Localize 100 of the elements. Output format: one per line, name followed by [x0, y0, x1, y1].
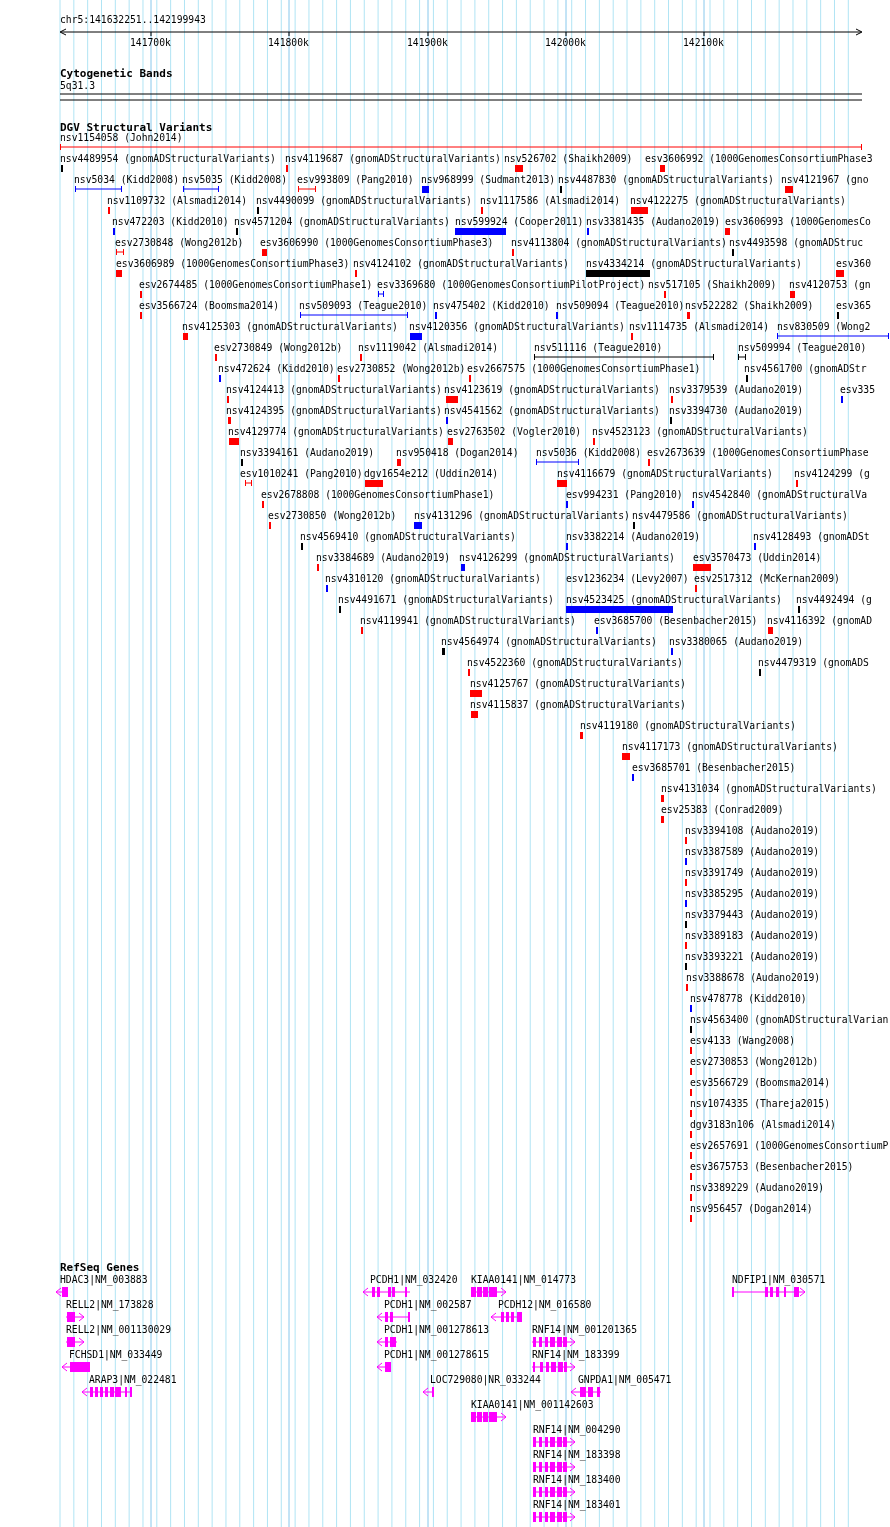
- variant-label: nsv517105 (Shaikh2009): [648, 279, 777, 290]
- variant-label: esv2678808 (1000GenomesConsortiumPhase1): [261, 489, 495, 500]
- variant-label: nsv509094 (Teague2010): [556, 300, 685, 311]
- variant-label: nsv4124395 (gnomADStructuralVariants): [226, 405, 442, 416]
- variant-label: nsv4492494 (g: [796, 594, 872, 605]
- variant-label: nsv4117173 (gnomADStructuralVariants): [622, 741, 838, 752]
- variant-label: nsv4487830 (gnomADStructuralVariants): [558, 174, 774, 185]
- variant-label: nsv3389183 (Audano2019): [685, 930, 820, 941]
- variant-label: nsv4122275 (gnomADStructuralVariants): [630, 195, 846, 206]
- gene-label: PCDH12|NM_016580: [498, 1299, 592, 1310]
- variant-label: nsv830509 (Wong2: [777, 321, 871, 332]
- track-title: DGV Structural Variants: [60, 121, 213, 134]
- variant-label: nsv4523123 (gnomADStructuralVariants): [592, 426, 808, 437]
- variant-label: esv2517312 (McKernan2009): [694, 573, 840, 584]
- variant-label: nsv3389229 (Audano2019): [690, 1182, 825, 1193]
- variant-label: esv3675753 (Besenbacher2015): [690, 1161, 854, 1172]
- variant-label: nsv4541562 (gnomADStructuralVariants): [444, 405, 660, 416]
- variant-label: nsv4564974 (gnomADStructuralVariants): [441, 636, 657, 647]
- variant-label: nsv4124102 (gnomADStructuralVariants): [353, 258, 569, 269]
- variant-label: nsv472624 (Kidd2010): [218, 363, 335, 374]
- variant-label: nsv1154058 (John2014): [60, 132, 183, 143]
- gene-label: RNF14|NM_183400: [533, 1474, 621, 1485]
- gene-label: LOC729080|NR_033244: [430, 1374, 541, 1385]
- gene-label: PCDH1|NM_001278613: [384, 1324, 489, 1335]
- variant-label: nsv4125767 (gnomADStructuralVariants): [470, 678, 686, 689]
- variant-label: nsv4120753 (gn: [789, 279, 871, 290]
- coordinate-label: chr5:141632251..142199943: [60, 14, 206, 25]
- variant-label: nsv4571204 (gnomADStructuralVariants): [234, 216, 450, 227]
- variant-label: esv3570473 (Uddin2014): [693, 552, 822, 563]
- variant-label: nsv3394730 (Audano2019): [669, 405, 804, 416]
- variant-label: nsv3387589 (Audano2019): [685, 846, 820, 857]
- variant-label: nsv5036 (Kidd2008): [536, 447, 641, 458]
- variant-label: esv2730848 (Wong2012b): [115, 237, 244, 248]
- variant-label: esv993809 (Pang2010): [297, 174, 414, 185]
- variant-label: nsv3379443 (Audano2019): [685, 909, 820, 920]
- gene-label: GNPDA1|NM_005471: [578, 1374, 672, 1385]
- gene-label: PCDH1|NM_001278615: [384, 1349, 489, 1360]
- variant-label: nsv3385295 (Audano2019): [685, 888, 820, 899]
- variant-label: nsv4479586 (gnomADStructuralVariants): [632, 510, 848, 521]
- variant-label: nsv4523425 (gnomADStructuralVariants): [566, 594, 782, 605]
- variant-label: esv994231 (Pang2010): [566, 489, 683, 500]
- track-title: RefSeq Genes: [60, 1261, 140, 1274]
- variant-label: nsv4490099 (gnomADStructuralVariants): [256, 195, 472, 206]
- variant-label: esv3606990 (1000GenomesConsortiumPhase3): [260, 237, 494, 248]
- gene-label: ARAP3|NM_022481: [89, 1374, 177, 1385]
- variant-label: nsv3391749 (Audano2019): [685, 867, 820, 878]
- variant-label: esv2657691 (1000GenomesConsortiumP: [690, 1140, 889, 1151]
- variant-label: esv2730853 (Wong2012b): [690, 1056, 819, 1067]
- variant-label: nsv4493598 (gnomADStruc: [729, 237, 864, 248]
- variant-label: nsv4491671 (gnomADStructuralVariants): [338, 594, 554, 605]
- variant-label: esv2667575 (1000GenomesConsortiumPhase1): [467, 363, 701, 374]
- gene-label: RNF14|NM_183398: [533, 1449, 621, 1460]
- variant-label: esv3606993 (1000GenomesCo: [725, 216, 871, 227]
- variant-label: nsv4310120 (gnomADStructuralVariants): [325, 573, 541, 584]
- variant-label: dgv1654e212 (Uddin2014): [364, 468, 499, 479]
- variant-label: nsv478778 (Kidd2010): [690, 993, 807, 1004]
- variant-label: nsv1074335 (Thareja2015): [690, 1098, 830, 1109]
- variant-label: nsv4334214 (gnomADStructuralVariants): [586, 258, 802, 269]
- variant-label: nsv522282 (Shaikh2009): [685, 300, 814, 311]
- gene-label: RNF14|NM_004290: [533, 1424, 621, 1435]
- gene-label: FCHSD1|NM_033449: [69, 1349, 163, 1360]
- variant-label: nsv4131296 (gnomADStructuralVariants): [414, 510, 630, 521]
- variant-label: esv3685700 (Besenbacher2015): [594, 615, 758, 626]
- variant-label: esv4133 (Wang2008): [690, 1035, 795, 1046]
- variant-label: esv25383 (Conrad2009): [661, 804, 784, 815]
- variant-label: esv2730852 (Wong2012b): [337, 363, 466, 374]
- gene-label: RELL2|NM_173828: [66, 1299, 154, 1310]
- variant-label: nsv3384689 (Audano2019): [316, 552, 451, 563]
- variant-label: esv3606992 (1000GenomesConsortiumPhase3: [645, 153, 873, 164]
- variant-label: nsv3394161 (Audano2019): [240, 447, 375, 458]
- variant-label: nsv4120356 (gnomADStructuralVariants): [409, 321, 625, 332]
- gene-label: HDAC3|NM_003883: [60, 1274, 148, 1285]
- variant-label: nsv4119687 (gnomADStructuralVariants): [285, 153, 501, 164]
- track-title: Cytogenetic Bands: [60, 67, 173, 80]
- variant-label: nsv4121967 (gno: [781, 174, 869, 185]
- variant-label: nsv1109732 (Alsmadi2014): [107, 195, 247, 206]
- variant-label: nsv4563400 (gnomADStructuralVarian: [690, 1014, 889, 1025]
- variant-label: nsv4561700 (gnomADStr: [744, 363, 867, 374]
- variant-label: nsv1119042 (Alsmadi2014): [358, 342, 498, 353]
- variant-label: nsv4116679 (gnomADStructuralVariants): [557, 468, 773, 479]
- variant-label: nsv3393221 (Audano2019): [685, 951, 820, 962]
- gene-label: PCDH1|NM_032420: [370, 1274, 458, 1285]
- variant-label: esv3685701 (Besenbacher2015): [632, 762, 796, 773]
- variant-label: nsv4124413 (gnomADStructuralVariants): [226, 384, 442, 395]
- variant-label: nsv4569410 (gnomADStructuralVariants): [300, 531, 516, 542]
- variant-label: nsv4542840 (gnomADStructuralVa: [692, 489, 867, 500]
- variant-label: esv3606989 (1000GenomesConsortiumPhase3): [116, 258, 350, 269]
- variant-label: nsv3394108 (Audano2019): [685, 825, 820, 836]
- gene-label: KIAA0141|NM_001142603: [471, 1399, 594, 1410]
- variant-label: esv3369680 (1000GenomesConsortiumPilotProject): [377, 279, 646, 290]
- variant-label: esv2730850 (Wong2012b): [268, 510, 397, 521]
- variant-label: esv3566724 (Boomsma2014): [139, 300, 279, 311]
- variant-label: esv1236234 (Levy2007): [566, 573, 689, 584]
- variant-label: nsv4119941 (gnomADStructuralVariants): [360, 615, 576, 626]
- variant-label: esv2673639 (1000GenomesConsortiumPhase: [647, 447, 869, 458]
- variant-label: nsv1117586 (Alsmadi2014): [480, 195, 620, 206]
- variant-label: esv2763502 (Vogler2010): [447, 426, 582, 437]
- variant-label: nsv4131034 (gnomADStructuralVariants): [661, 783, 877, 794]
- variant-label: nsv472203 (Kidd2010): [112, 216, 229, 227]
- variant-label: nsv4116392 (gnomAD: [767, 615, 872, 626]
